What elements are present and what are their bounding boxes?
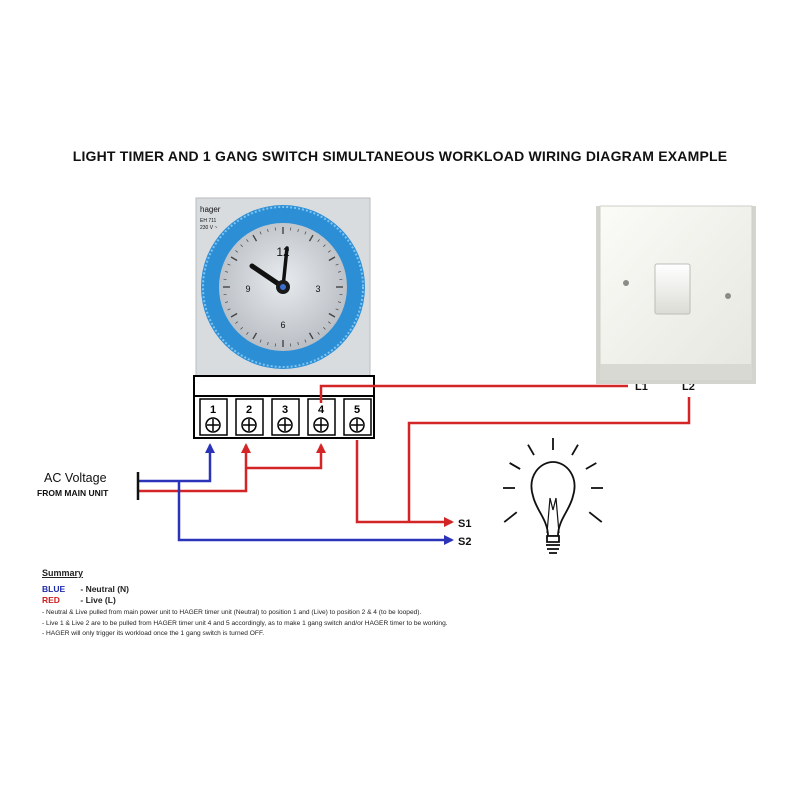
one-gang-switch: [596, 205, 756, 384]
live-wire-terminal-5-to-s1: [355, 440, 454, 527]
terminal-2: 2: [235, 398, 264, 436]
lamp-terminal-s1: S1: [458, 518, 471, 530]
dial-number-9: 9: [245, 284, 250, 294]
timer-model-line2: 230 V ~: [200, 225, 217, 231]
light-bulb-icon: [503, 438, 603, 554]
summary-note: - HAGER will only trigger its workload o…: [42, 630, 265, 637]
neutral-wire-to-s2: [177, 481, 454, 545]
terminal-number: 3: [282, 404, 288, 416]
timer-unit: hager EH 711 230 V ~ 12 3 6 9: [195, 197, 371, 377]
summary-note: - Live 1 & Live 2 are to be pulled from …: [42, 619, 448, 627]
live-wire-terminal-4-to-l1: [319, 384, 628, 403]
terminal-number: 4: [318, 404, 325, 416]
terminal-number: 1: [210, 404, 216, 416]
summary-heading: Summary: [42, 568, 84, 578]
neutral-wire-to-terminal-1: [138, 443, 215, 483]
legend-red-key: RED: [42, 595, 60, 605]
timer-model-line1: EH 711: [200, 218, 217, 224]
live-wire-l2-to-s1: [407, 397, 691, 522]
source-sublabel: FROM MAIN UNIT: [37, 488, 109, 498]
summary-note: - Neutral & Live pulled from main power …: [42, 609, 422, 616]
summary-section: Summary BLUE - Neutral (N) RED - Live (L…: [42, 568, 662, 640]
terminal-4: 4: [307, 398, 336, 436]
source-label: AC Voltage: [44, 471, 107, 485]
live-wire-to-terminal-2: [138, 443, 251, 493]
lamp-terminal-s2: S2: [458, 536, 471, 548]
legend-blue: BLUE - Neutral (N): [42, 584, 662, 595]
terminal-1: 1: [199, 398, 228, 436]
terminal-block: 1 2 3 4 5: [193, 375, 375, 439]
dial-number-6: 6: [280, 320, 285, 330]
legend-blue-value: - Neutral (N): [80, 584, 130, 594]
terminal-number: 5: [354, 404, 360, 416]
terminal-number: 2: [246, 404, 252, 416]
terminal-3: 3: [271, 398, 300, 436]
terminal-5: 5: [343, 398, 372, 436]
timer-brand: hager: [200, 205, 221, 214]
switch-rocker: [654, 263, 691, 315]
switch-screw-left: [623, 280, 629, 286]
legend-red-value: - Live (L): [80, 595, 116, 605]
legend-blue-key: BLUE: [42, 584, 66, 594]
timer-dial-ticks: [223, 227, 343, 347]
wires: [136, 384, 691, 545]
diagram-title: LIGHT TIMER AND 1 GANG SWITCH SIMULTANEO…: [72, 148, 728, 164]
switch-screw-right: [725, 293, 731, 299]
live-loop-to-terminal-4: [246, 443, 326, 470]
legend-red: RED - Live (L): [42, 595, 662, 606]
dial-number-3: 3: [315, 284, 320, 294]
summary-notes: - Neutral & Live pulled from main power …: [42, 608, 662, 640]
